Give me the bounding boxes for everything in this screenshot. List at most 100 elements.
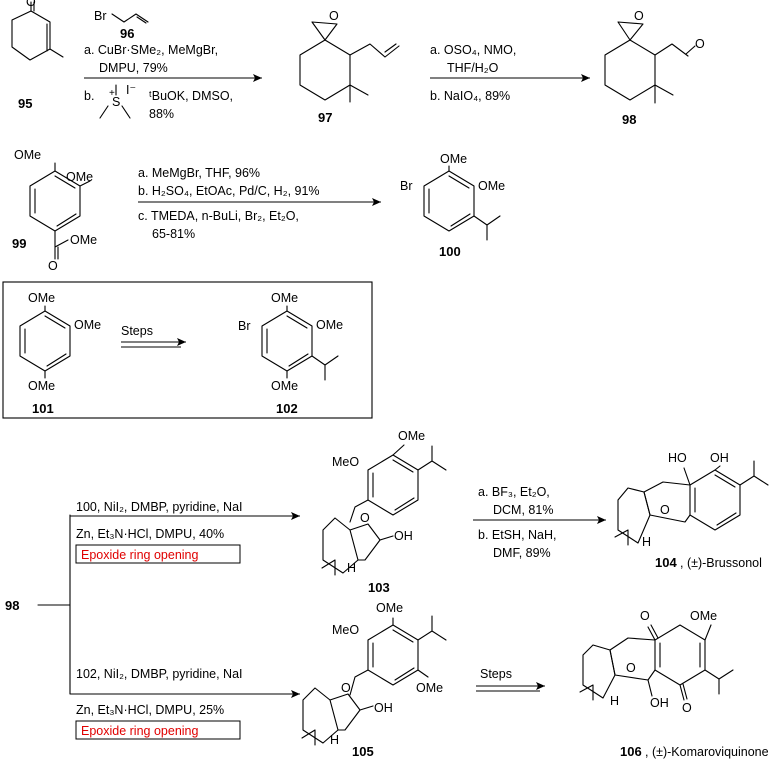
hydroxyl-label-103: OH	[394, 529, 413, 543]
hydroxyl-label-105: OH	[374, 701, 393, 715]
box-arrowhead	[177, 338, 186, 346]
compound-101: OMe OMe OMe 101	[19, 291, 101, 416]
h-label-105: H	[330, 733, 339, 747]
bromine-label: Br	[94, 9, 107, 23]
compound-100-number: 100	[439, 244, 461, 259]
compound-102-number: 102	[276, 401, 298, 416]
ome-label-102b: OMe	[316, 318, 343, 332]
branch-start-number: 98	[5, 598, 19, 613]
h-label-106: H	[610, 694, 619, 708]
lower-steps-label: Steps	[480, 667, 512, 681]
sulfur-charge-label: +	[109, 88, 115, 99]
lower-cond1: 102, NiI₂, DMBP, pyridine, NaI	[76, 667, 243, 681]
ome-label-99a: OMe	[14, 148, 41, 162]
ome-label-101a: OMe	[28, 291, 55, 305]
upper-next-a: a. BF₃, Et₂O,	[478, 485, 550, 499]
step3-arrowhead	[372, 198, 381, 206]
ome-label-101b: OMe	[74, 318, 101, 332]
upper-highlight-box	[75, 544, 241, 564]
compound-103: MeO OMe O OH H 103	[321, 429, 447, 595]
epoxide-o-label-98: O	[634, 9, 644, 23]
upper-cond1: 100, NiI₂, DMBP, pyridine, NaI	[76, 500, 243, 514]
furan-o-label-105: O	[341, 681, 351, 695]
compound-97: O 97	[299, 9, 400, 125]
lower-highlight-box	[75, 720, 241, 740]
ome-label-99b: OMe	[66, 170, 93, 184]
bridge-o-label-104: O	[660, 503, 670, 517]
step3-cond-b: b. H₂SO₄, EtOAc, Pd/C, H₂, 91%	[138, 184, 320, 198]
sulfonium-ylide: S + I⁻	[99, 83, 136, 119]
step1-cond-a2: DMPU, 79%	[99, 61, 168, 75]
ketone-o-label: O	[26, 0, 36, 9]
upper-next-arrowhead	[597, 516, 606, 524]
quinone-o-label-106b: O	[682, 701, 692, 715]
compound-106: O OMe O O OH H 106 , (±)-Komaroviquinone	[579, 609, 769, 759]
compound-104: HO OH O H 104 , (±)-Brussonol	[614, 451, 769, 570]
step2-cond-b: b. NaIO₄, 89%	[430, 89, 510, 103]
epoxide-o-label: O	[329, 9, 339, 23]
lower-next-arrowhead	[536, 682, 545, 690]
step1-cond-b: ᵗBuOK, DMSO,	[149, 89, 233, 103]
compound-95: O 95	[11, 0, 64, 111]
sulfur-label: S	[112, 95, 120, 109]
compound-99-number: 99	[12, 236, 26, 251]
compound-96: Br 96	[94, 9, 149, 41]
branch-bracket	[37, 514, 71, 695]
step3-cond-c2: 65-81%	[152, 227, 195, 241]
ho-label-104: HO	[668, 451, 687, 465]
ome-label-100a: OMe	[440, 152, 467, 166]
lower-arrowhead	[291, 690, 300, 698]
carbonyl-o-label-99: O	[48, 259, 58, 273]
bridge-o-label-106: O	[626, 661, 636, 675]
step1-cond-b2: 88%	[149, 107, 174, 121]
step2-arrowhead	[581, 74, 590, 82]
compound-102: OMe OMe OMe Br 102	[238, 291, 343, 416]
meo-label-103: MeO	[332, 455, 359, 469]
ome-label-105a: OMe	[376, 601, 403, 615]
compound-104-number: 104	[655, 555, 677, 570]
ome-label-105b: OMe	[416, 681, 443, 695]
h-label-104: H	[642, 535, 651, 549]
bromine-label-102: Br	[238, 319, 251, 333]
bromine-label-100: Br	[400, 179, 413, 193]
step2-cond-a: a. OSO₄, NMO,	[430, 43, 516, 57]
meo-label-105: MeO	[332, 623, 359, 637]
step1-cond-a: a. CuBr·SMe₂, MeMgBr,	[84, 43, 218, 57]
aldehyde-o-label: O	[695, 37, 705, 51]
upper-next-a2: DCM, 81%	[493, 503, 553, 517]
upper-next-b2: DMF, 89%	[493, 546, 551, 560]
step2-cond-a2: THF/H₂O	[447, 61, 499, 75]
upper-cond2: Zn, Et₃N·HCl, DMPU, 40%	[76, 527, 224, 541]
compound-97-number: 97	[318, 110, 332, 125]
step3-cond-a: a. MeMgBr, THF, 96%	[138, 166, 260, 180]
compound-101-number: 101	[32, 401, 54, 416]
ome-label-106: OMe	[690, 609, 717, 623]
compound-104-name: , (±)-Brussonol	[680, 556, 762, 570]
furan-o-label-103: O	[360, 511, 370, 525]
lower-highlight-text: Epoxide ring opening	[81, 724, 198, 738]
ome-label-103: OMe	[398, 429, 425, 443]
iodide-label: I⁻	[126, 83, 136, 97]
compound-95-number: 95	[18, 96, 32, 111]
lower-cond2: Zn, Et₃N·HCl, DMPU, 25%	[76, 703, 224, 717]
ome-label-99c: OMe	[70, 233, 97, 247]
compound-96-number: 96	[120, 26, 134, 41]
box-steps-label: Steps	[121, 324, 153, 338]
step1-arrowhead	[253, 74, 262, 82]
oh-label-104: OH	[710, 451, 729, 465]
ome-label-100b: OMe	[478, 179, 505, 193]
compound-98-number: 98	[622, 112, 636, 127]
compound-103-number: 103	[368, 580, 390, 595]
route-box	[2, 281, 373, 419]
step1-cond-b-prefix: b.	[84, 89, 94, 103]
ome-label-101c: OMe	[28, 379, 55, 393]
quinone-o-label-106a: O	[640, 609, 650, 623]
upper-next-b: b. EtSH, NaH,	[478, 528, 557, 542]
upper-highlight-text: Epoxide ring opening	[81, 548, 198, 562]
compound-99: OMe OMe OMe O 99	[12, 148, 97, 273]
ome-label-102a: OMe	[271, 291, 298, 305]
compound-106-name: , (±)-Komaroviquinone	[645, 745, 769, 759]
compound-105: MeO OMe OMe O OH H 105	[301, 601, 447, 759]
step3-cond-c: c. TMEDA, n-BuLi, Br₂, Et₂O,	[138, 209, 299, 223]
